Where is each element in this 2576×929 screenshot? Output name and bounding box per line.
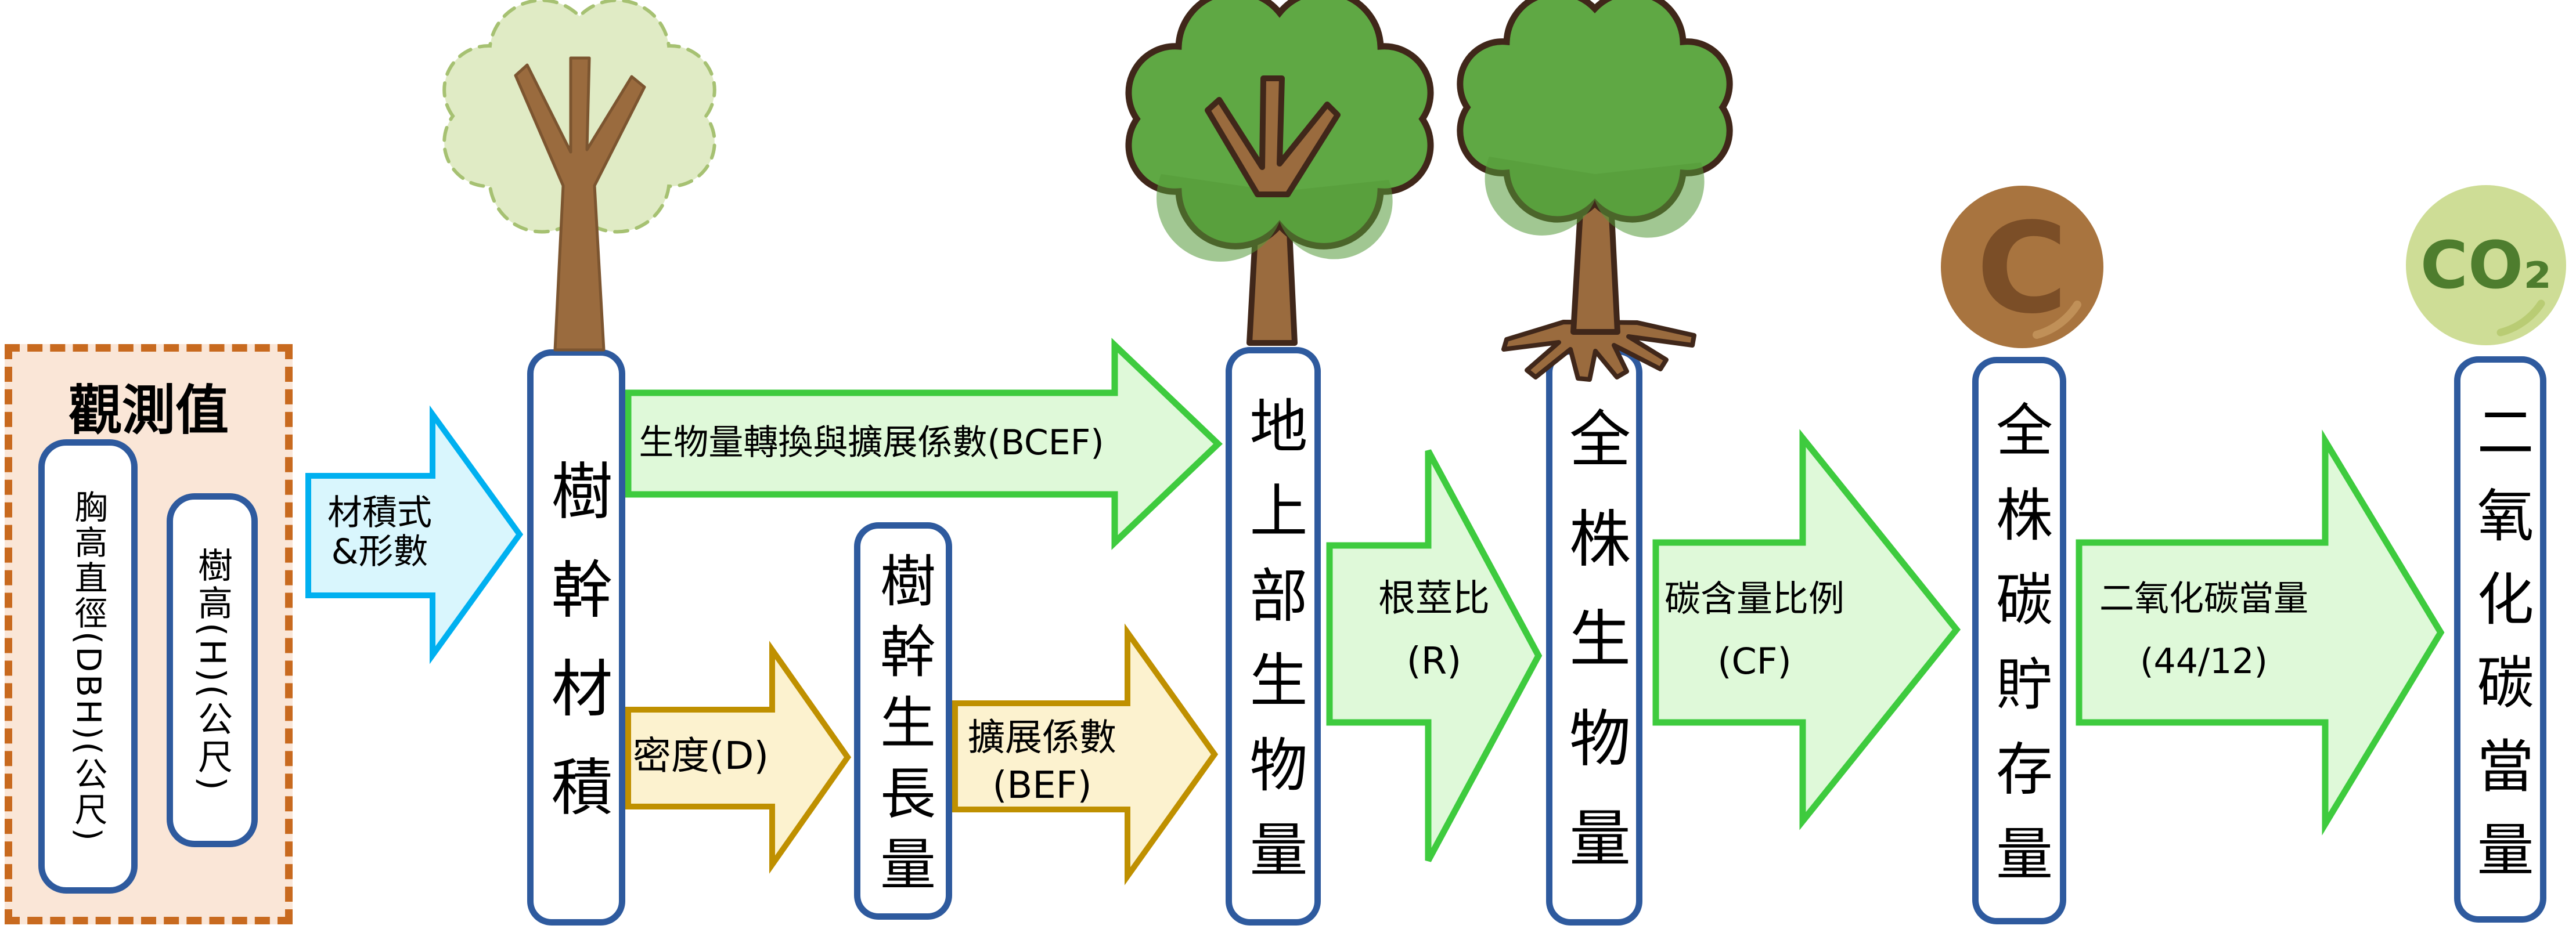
rooted-tree-roots: [1501, 320, 1696, 382]
carbon-letter: C: [1976, 196, 2068, 341]
green-tree-canopy-shade: [1157, 174, 1393, 262]
arrow-carbon-fraction-label: 碳含量比例 (CF): [1664, 577, 1844, 682]
co2-text: CO₂: [2420, 228, 2552, 303]
arrow-root-shoot-ratio-label: 根莖比 (R): [1378, 577, 1490, 683]
node-co2-equivalent-label: 二氧化碳當量: [2467, 402, 2534, 903]
node-trunk-volume-label: 樹幹材積: [541, 458, 613, 854]
arrow-bef: [952, 623, 1219, 885]
node-trunk-growth: 樹幹生長量: [854, 522, 952, 920]
arrow-volume-formula-label: 材積式 &形數: [327, 493, 432, 572]
arrow-co2-conversion-label: 二氧化碳當量 (44/12): [2099, 579, 2308, 682]
arrow-bcef: [625, 338, 1223, 550]
arrow-bcef-label: 生物量轉換與擴展係數(BCEF): [639, 422, 1104, 463]
co2-circle: [2406, 185, 2566, 345]
node-carbon-storage-label: 全株碳貯存量: [1986, 400, 2052, 909]
rooted-tree-canopy-shade: [1485, 157, 1705, 238]
green-tree-branches: [1205, 75, 1341, 197]
co2-circle-icon: CO₂: [2406, 185, 2566, 345]
node-tree-height-label: 樹高(H)(公尺): [192, 547, 233, 793]
node-tree-height: 樹高(H)(公尺): [167, 493, 258, 847]
rooted-tree-icon: [1457, 0, 1733, 382]
node-whole-plant-biomass-label: 全株生物量: [1559, 406, 1630, 906]
observed-values-title: 觀測值: [68, 379, 229, 442]
node-dbh: 胸高直徑(DBH)(公尺): [38, 439, 138, 894]
arrow-carbon-fraction: [1652, 429, 1961, 830]
node-co2-equivalent: 二氧化碳當量: [2454, 356, 2546, 923]
node-trunk-growth-label: 樹幹生長量: [870, 551, 936, 906]
co2-circle-highlight: [2496, 299, 2545, 337]
carbon-circle-highlight: [2033, 301, 2081, 339]
pale-tree-dashed-icon: [442, 0, 716, 352]
node-aboveground-biomass: 地上部生物量: [1226, 347, 1321, 926]
carbon-circle: [1941, 186, 2103, 348]
node-aboveground-biomass-label: 地上部生物量: [1240, 395, 1307, 904]
arrow-density-label: 密度(D): [632, 733, 769, 778]
arrow-volume-formula: [305, 405, 524, 664]
node-dbh-label: 胸高直徑(DBH)(公尺): [69, 490, 107, 843]
arrow-co2-conversion: [2076, 429, 2445, 836]
pale-tree-trunk: [514, 56, 646, 352]
arrow-density: [625, 641, 852, 874]
arrow-root-shoot-ratio: [1326, 449, 1543, 862]
arrow-bef-label: 擴展係數 (BEF): [968, 717, 1116, 807]
node-whole-plant-biomass: 全株生物量: [1546, 348, 1642, 926]
node-carbon-storage: 全株碳貯存量: [1972, 357, 2066, 924]
green-tree-icon: [1125, 0, 1434, 346]
carbon-circle-icon: C: [1941, 186, 2103, 348]
node-trunk-volume: 樹幹材積: [527, 349, 625, 926]
